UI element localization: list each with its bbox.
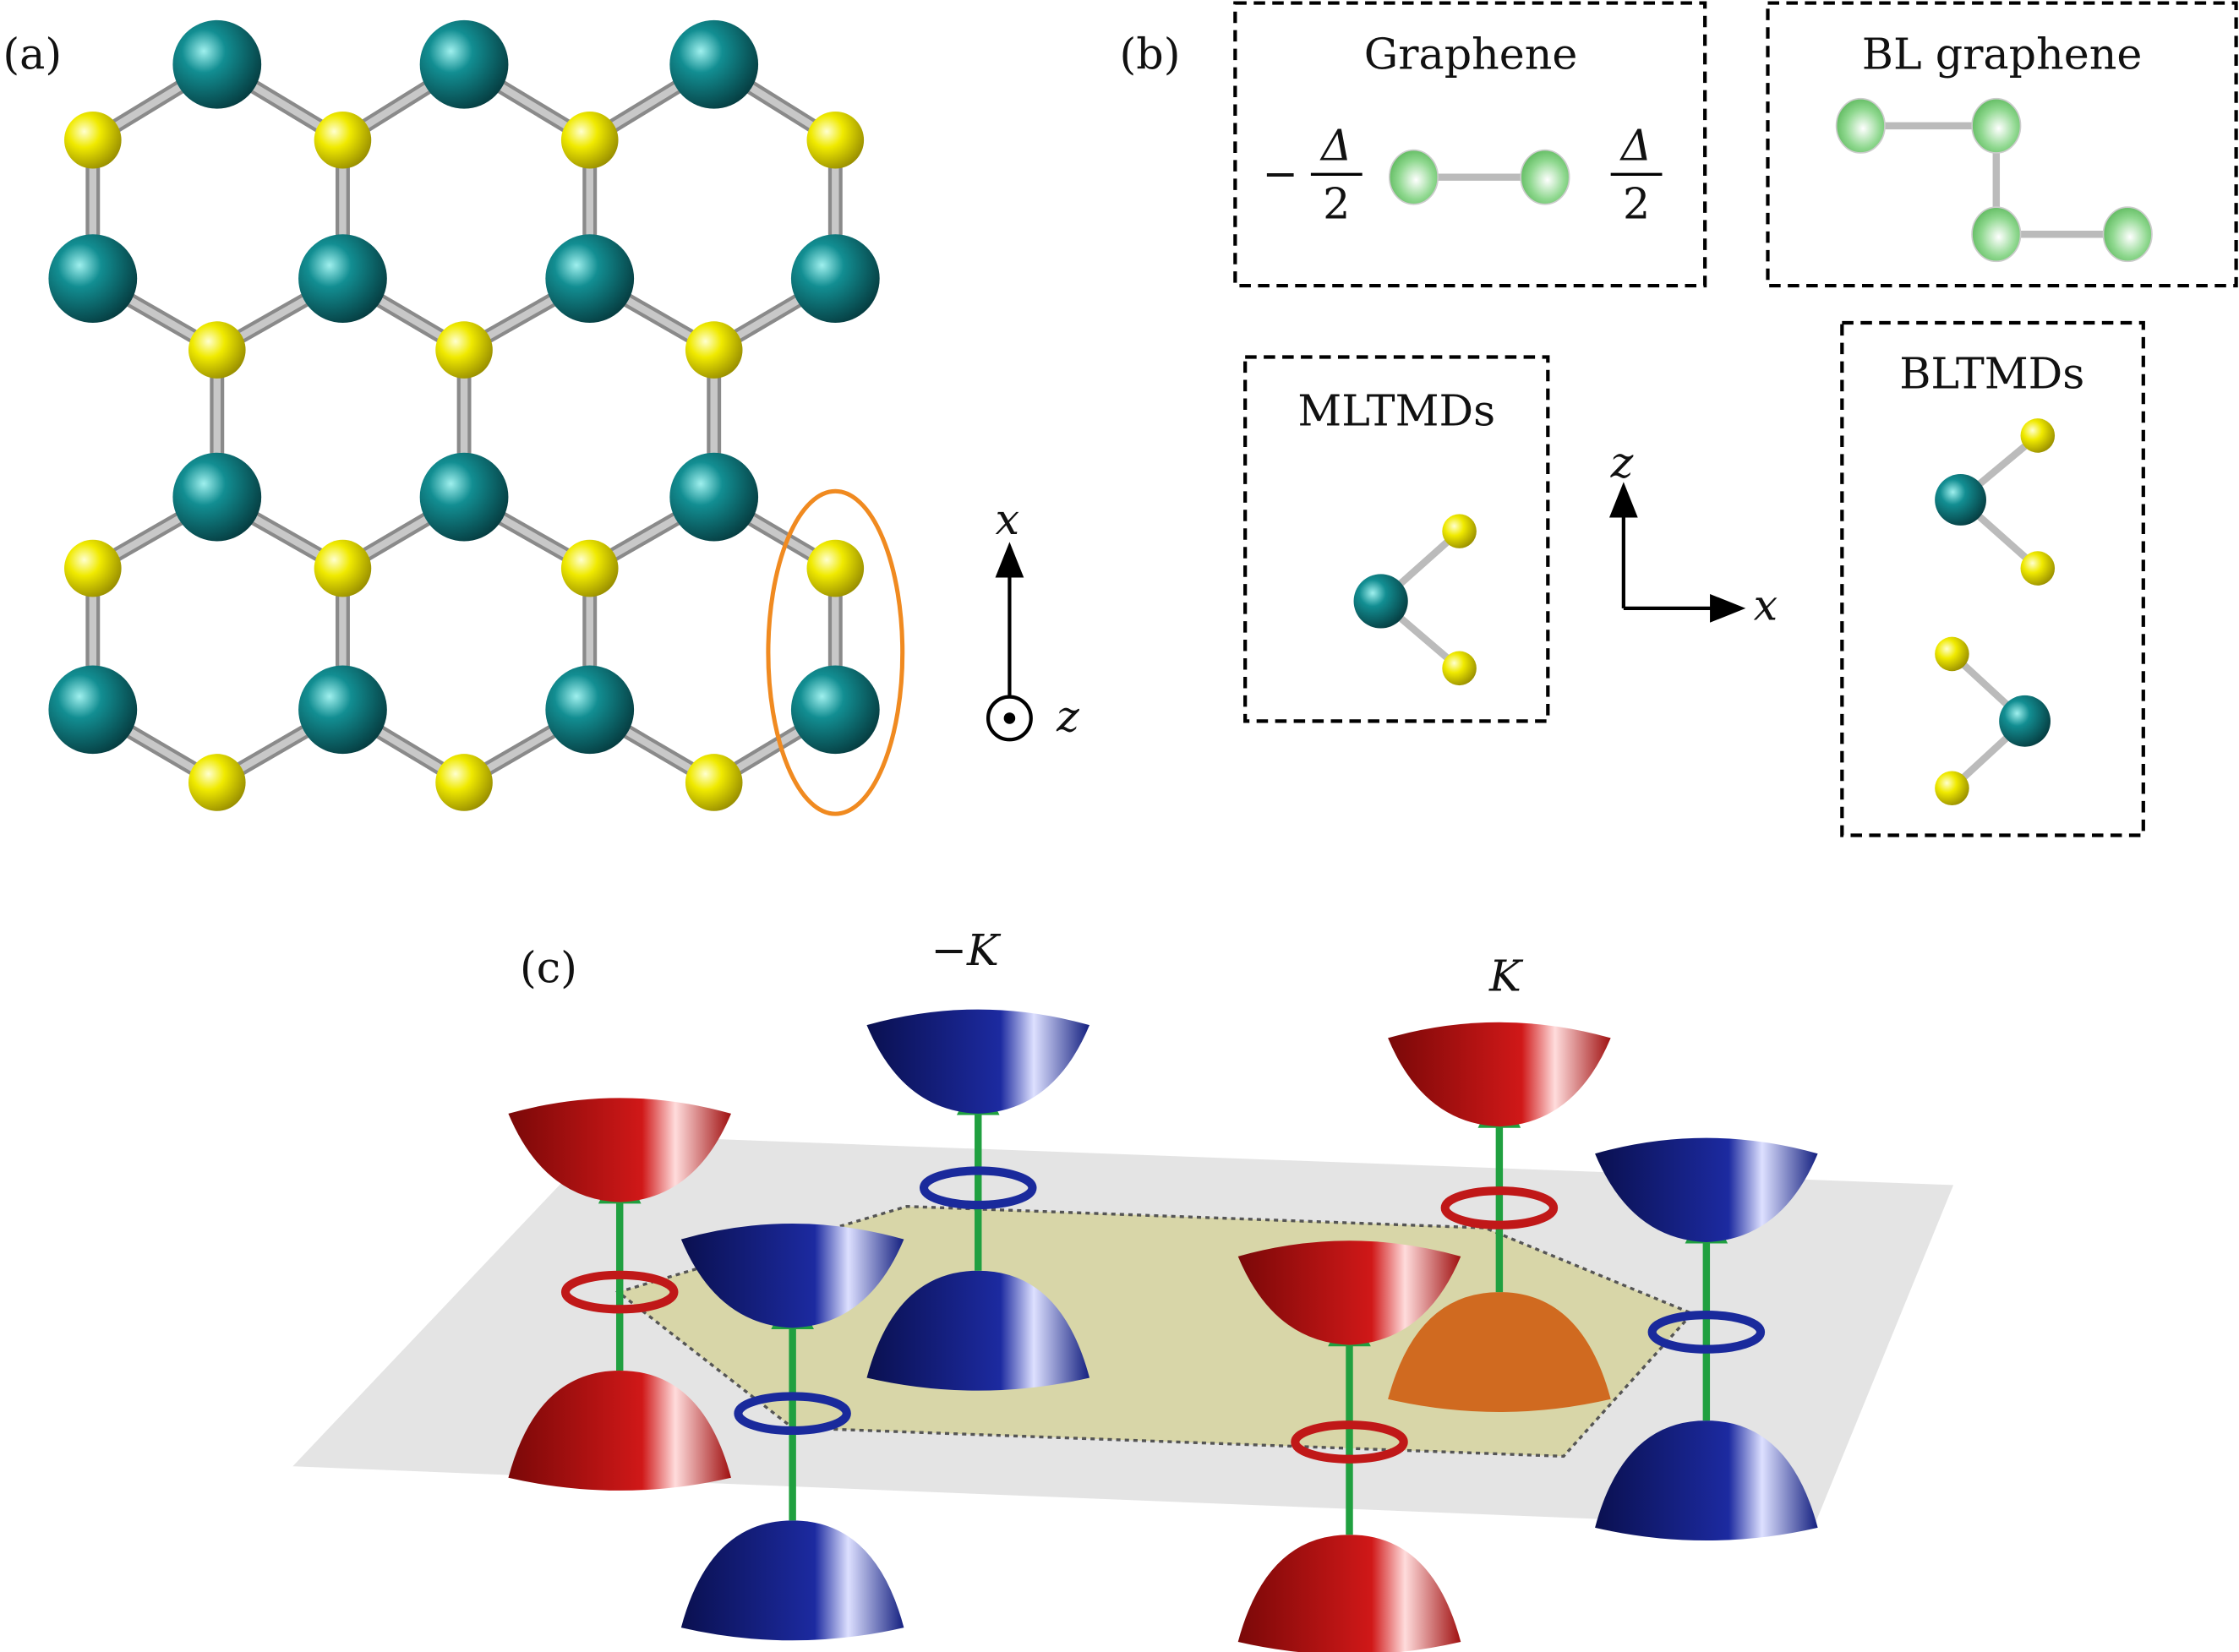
unit-cell-highlight (766, 488, 905, 816)
panel-c-label: (c) (520, 942, 577, 992)
conduction-band-cone (1388, 1022, 1611, 1127)
valley-k-label: K (1488, 951, 1524, 1001)
two-right: 2 (1623, 179, 1650, 229)
chalcogen-atom (806, 111, 865, 169)
chalcogen-atom (64, 539, 122, 597)
metal-atom (172, 19, 262, 109)
z-dot (1003, 712, 1016, 724)
circular-polarization-ring (919, 1166, 1037, 1210)
chalcogen-atom (435, 321, 493, 379)
metal-atom (48, 234, 138, 323)
metal-atom (172, 452, 262, 542)
graphene-title: Graphene (1364, 29, 1578, 79)
conduction-band-cone (866, 1009, 1090, 1114)
lattice-atoms (48, 19, 880, 811)
chalcogen-atom (188, 754, 246, 811)
xz-axes: z x (1608, 437, 1778, 630)
chalcogen-atom (64, 111, 122, 169)
chalcogen-atom (188, 321, 246, 379)
valley-cones (508, 1009, 1818, 1652)
valence-band-cone (508, 1371, 731, 1491)
valence-band-cone (1388, 1292, 1611, 1413)
metal-atom (545, 665, 635, 755)
metal-atom (298, 665, 387, 755)
metal-atom (790, 234, 880, 323)
delta-right: Δ (1619, 120, 1652, 170)
circular-polarization-ring (1647, 1311, 1766, 1354)
valence-band-cone (1237, 1535, 1461, 1652)
valley-minus-k-label: −K (931, 925, 1001, 975)
panel-b-label: (b) (1119, 29, 1180, 79)
mltmds-title: MLTMDs (1297, 386, 1495, 436)
chalcogen-atom (435, 754, 493, 811)
axis-z-label: z (1056, 691, 1079, 741)
bl-graphene-title: BL graphene (1862, 29, 2143, 79)
panel-b: (b) Graphene − Δ 2 Δ 2 BL graphene (1119, 1, 2238, 837)
chalcogen-atom (560, 539, 619, 597)
metal-atom (669, 19, 759, 109)
minus-sign: − (1262, 149, 1297, 199)
metal-atom (48, 665, 138, 755)
chalcogen-atom (806, 539, 865, 597)
metal-atom (669, 452, 759, 542)
circular-polarization-ring (560, 1270, 679, 1314)
circular-polarization-ring (1440, 1186, 1559, 1229)
z-out-of-plane-icon (986, 695, 1033, 742)
chalcogen-atom (314, 539, 372, 597)
chalcogen-atom (314, 111, 372, 169)
two-left: 2 (1323, 179, 1350, 229)
circular-polarization-ring (734, 1392, 851, 1436)
valence-band-cone (866, 1270, 1090, 1391)
conduction-band-cone (1237, 1240, 1461, 1345)
panel-c: (c) −K K (292, 925, 1954, 1652)
bltmds-box: BLTMDs (1840, 320, 2145, 837)
metal-atom (419, 452, 509, 542)
conduction-band-cone (508, 1098, 731, 1202)
valence-band-cone (680, 1520, 904, 1641)
bl-graphene-box: BL graphene (1766, 1, 2238, 288)
conduction-band-cone (680, 1224, 904, 1328)
graphene-box: Graphene − Δ 2 Δ 2 (1233, 1, 1707, 288)
circular-polarization-ring (1291, 1420, 1408, 1464)
panel-a: (a) x z (3, 19, 1079, 816)
valence-band-cone (1595, 1420, 1818, 1541)
lattice-bonds (85, 57, 843, 789)
metal-atom (419, 19, 509, 109)
atom-a (1388, 149, 1439, 205)
chalcogen-atom (685, 321, 743, 379)
bltmds-title: BLTMDs (1899, 349, 2084, 399)
chalcogen-atom (560, 111, 619, 169)
delta-left: Δ (1319, 120, 1352, 170)
atom-b (1520, 149, 1570, 205)
conduction-band-cone (1595, 1137, 1818, 1242)
metal-atom (545, 234, 635, 323)
metal-atom (298, 234, 387, 323)
axis-x-label-b: x (1754, 580, 1778, 630)
metal-atom (790, 665, 880, 755)
axis-z-label-b: z (1610, 437, 1634, 487)
mltmds-box: MLTMDs (1243, 355, 1550, 723)
panel-a-label: (a) (3, 29, 62, 79)
axis-x-label: x (996, 494, 1020, 544)
chalcogen-atom (685, 754, 743, 811)
